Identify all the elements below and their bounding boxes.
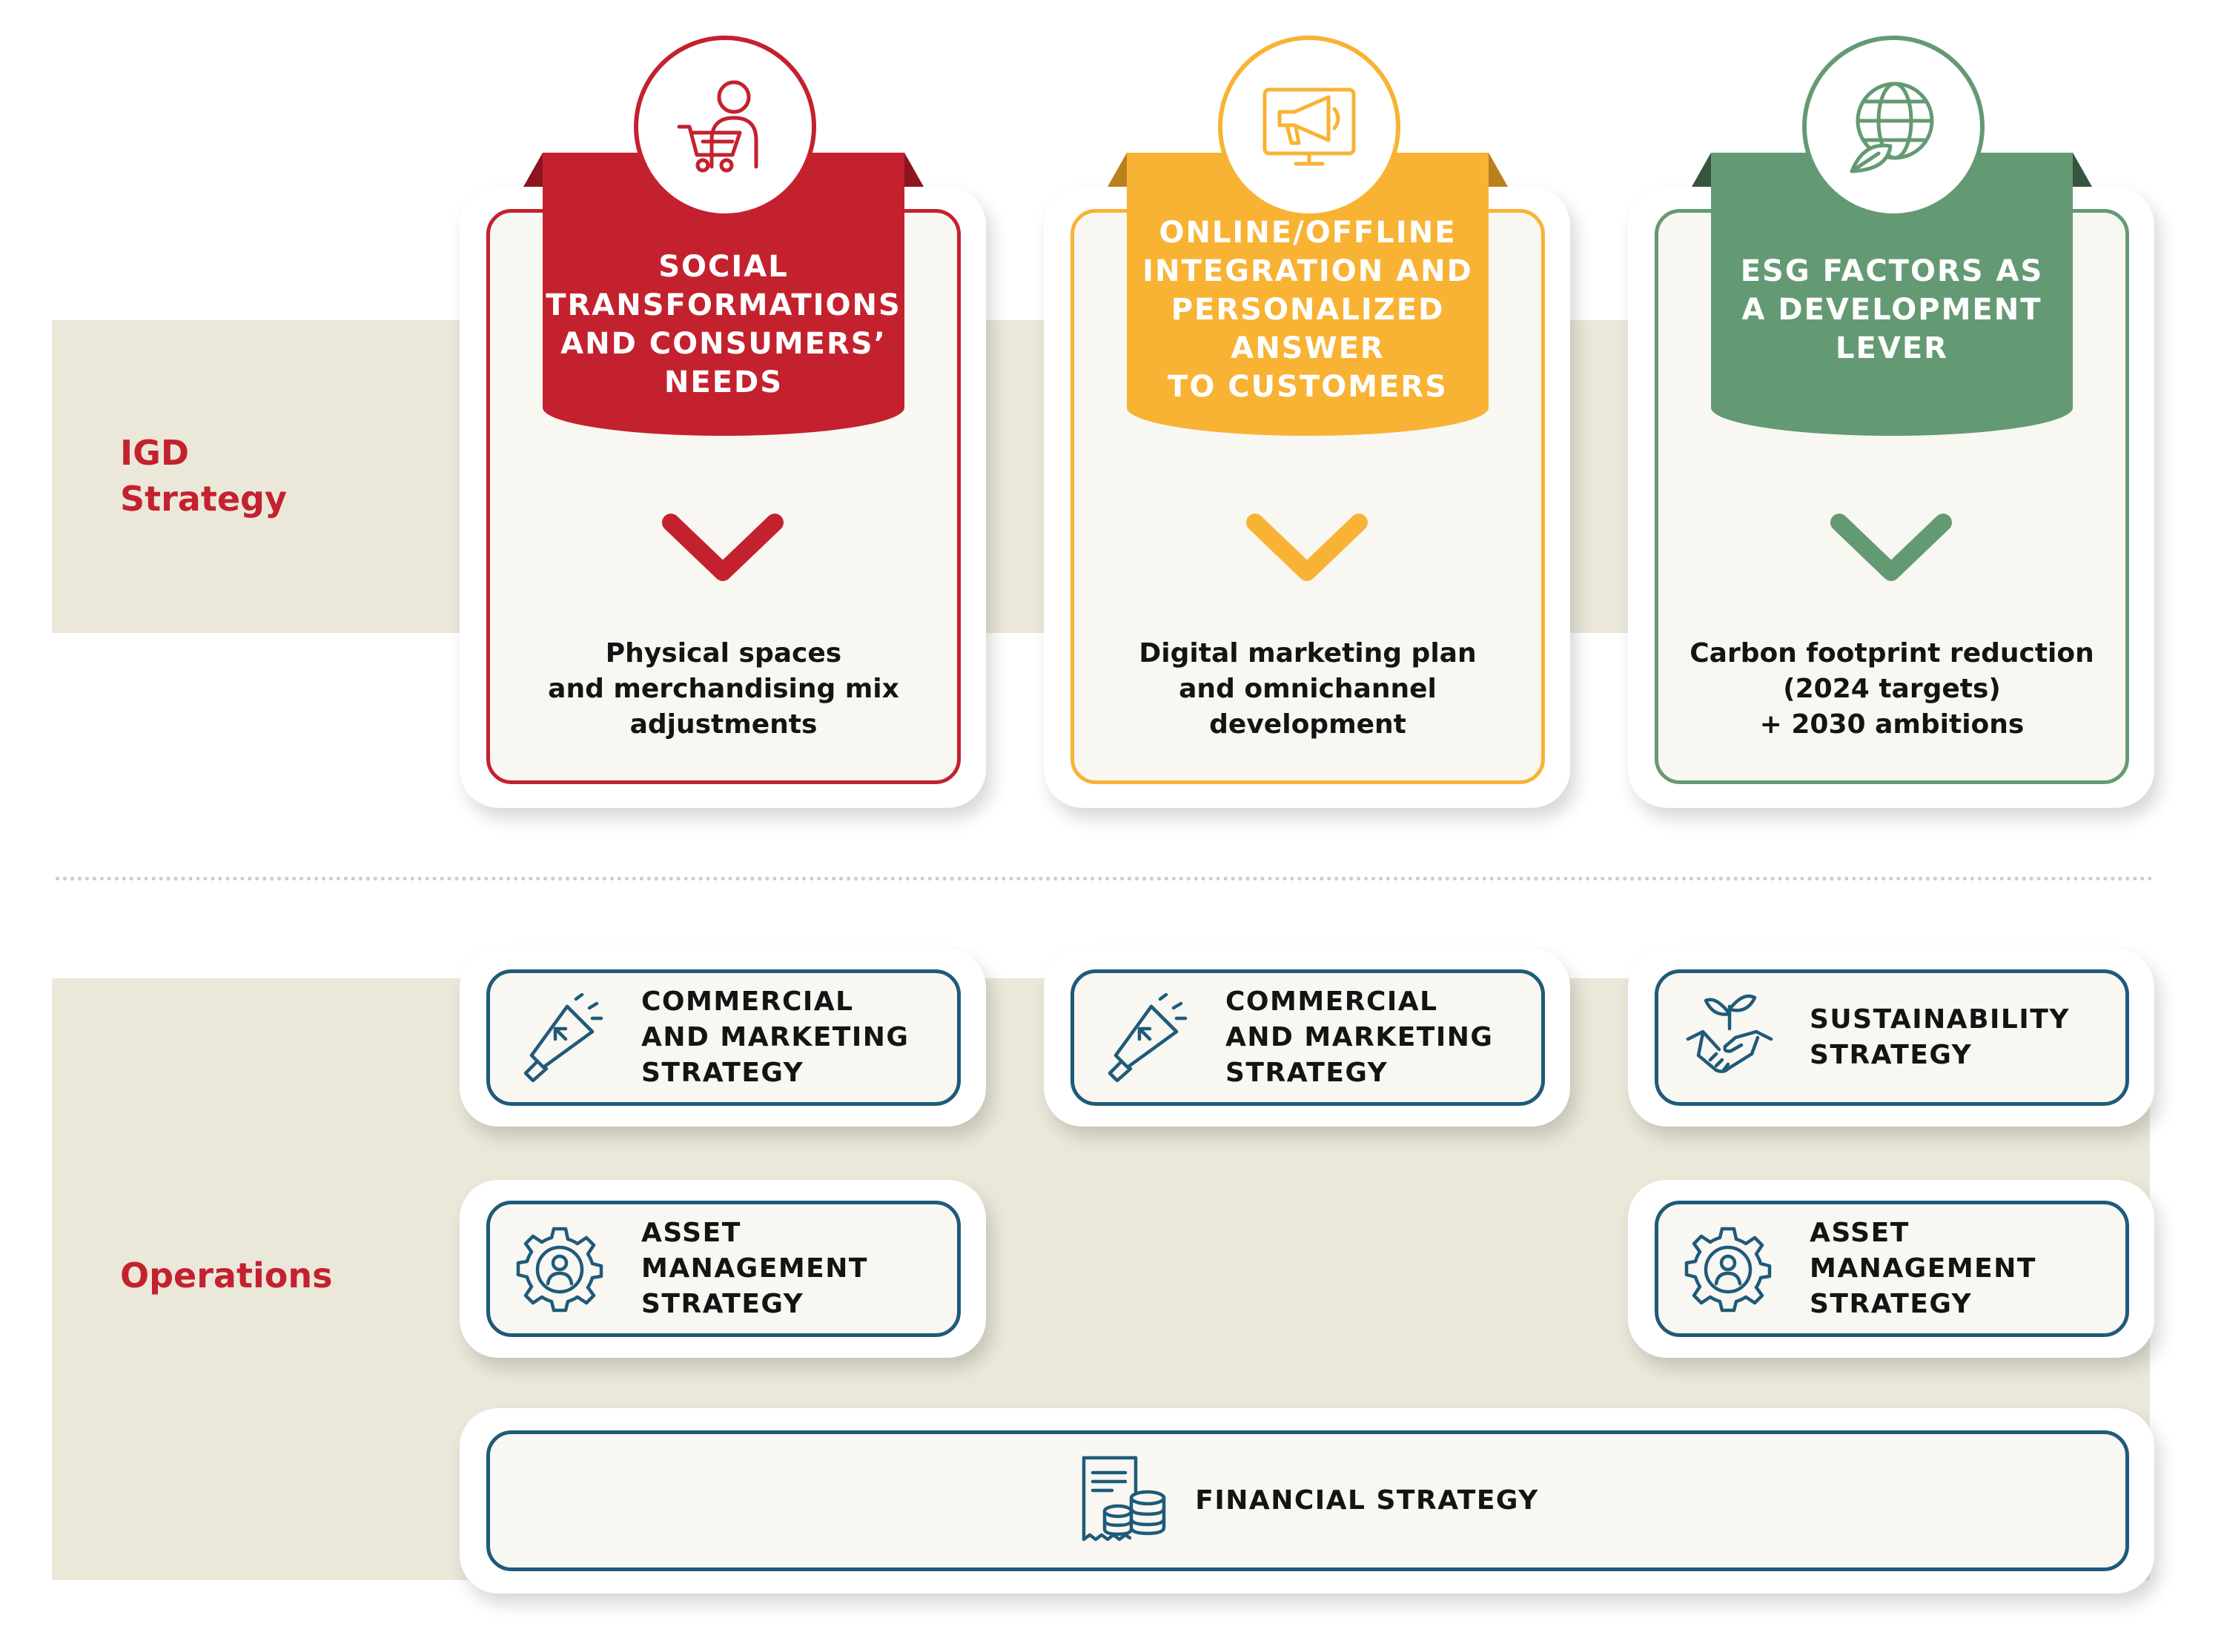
- pillar-description-online: Digital marketing plan and omnichannel d…: [1139, 638, 1477, 740]
- pillar-title-esg: ESG FACTORS AS A DEVELOPMENT LEVER: [1740, 254, 2044, 365]
- handshake-plant-icon: [1686, 994, 1773, 1073]
- pillar-title-online: ONLINE/OFFLINE INTEGRATION AND PERSONALI…: [1142, 216, 1473, 404]
- chevron-down-icon: [1244, 511, 1370, 586]
- ribbon-fold-right: [904, 153, 924, 187]
- strategy-label-line2: Strategy: [120, 479, 287, 519]
- igd-strategy-label: IGD Strategy: [120, 430, 287, 522]
- pillar-description-social: Physical spaces and merchandising mix ad…: [548, 638, 899, 740]
- op-label-asset-1: ASSET MANAGEMENT STRATEGY: [641, 1218, 868, 1319]
- ribbon-fold-right: [1489, 153, 1508, 187]
- op-label-commercial-1: COMMERCIAL AND MARKETING STRATEGY: [641, 986, 910, 1088]
- op-box-sustainability: SUSTAINABILITY STRATEGY: [1655, 969, 2129, 1106]
- op-label-commercial-2: COMMERCIAL AND MARKETING STRATEGY: [1225, 986, 1494, 1088]
- invoice-coins-icon: [1082, 1456, 1166, 1542]
- gear-person-icon: [516, 1227, 603, 1313]
- gear-person-icon: [1684, 1227, 1772, 1313]
- computer-megaphone-icon: [1262, 87, 1356, 166]
- op-label-sustainability: SUSTAINABILITY STRATEGY: [1810, 1004, 2070, 1070]
- op-box-asset-2: ASSET MANAGEMENT STRATEGY: [1655, 1201, 2129, 1337]
- chevron-down-icon: [1828, 511, 1954, 586]
- ribbon-fold-left: [1692, 153, 1711, 187]
- op-box-asset-1: ASSET MANAGEMENT STRATEGY: [486, 1201, 961, 1337]
- section-divider: [56, 877, 2154, 880]
- pillar-description-esg: Carbon footprint reduction (2024 targets…: [1689, 638, 2094, 740]
- ribbon-fold-left: [523, 153, 543, 187]
- strategy-label-line1: IGD: [120, 433, 190, 473]
- pillar-icon-circle-social: [634, 36, 816, 218]
- pillar-icon-circle-online: [1218, 36, 1400, 218]
- op-label-asset-2: ASSET MANAGEMENT STRATEGY: [1810, 1218, 2036, 1319]
- pillar-header-online: ONLINE/OFFLINE INTEGRATION AND PERSONALI…: [1127, 153, 1489, 436]
- megaphone-icon: [1108, 993, 1188, 1082]
- pillar-title-social: SOCIAL TRANSFORMATIONS AND CONSUMERS’ NE…: [546, 250, 901, 399]
- ribbon-fold-left: [1108, 153, 1127, 187]
- op-box-financial: FINANCIAL STRATEGY: [486, 1430, 2129, 1571]
- megaphone-icon: [523, 993, 603, 1082]
- op-box-commercial-2: COMMERCIAL AND MARKETING STRATEGY: [1070, 969, 1545, 1106]
- chevron-down-icon: [660, 511, 786, 586]
- pillar-icon-circle-esg: [1802, 36, 1985, 218]
- globe-leaf-icon: [1850, 82, 1934, 173]
- op-box-commercial-1: COMMERCIAL AND MARKETING STRATEGY: [486, 969, 961, 1106]
- shopping-cart-person-icon: [677, 80, 758, 173]
- ribbon-fold-right: [2073, 153, 2092, 187]
- op-label-financial: FINANCIAL STRATEGY: [1195, 1485, 1539, 1516]
- operations-label: Operations: [120, 1255, 333, 1296]
